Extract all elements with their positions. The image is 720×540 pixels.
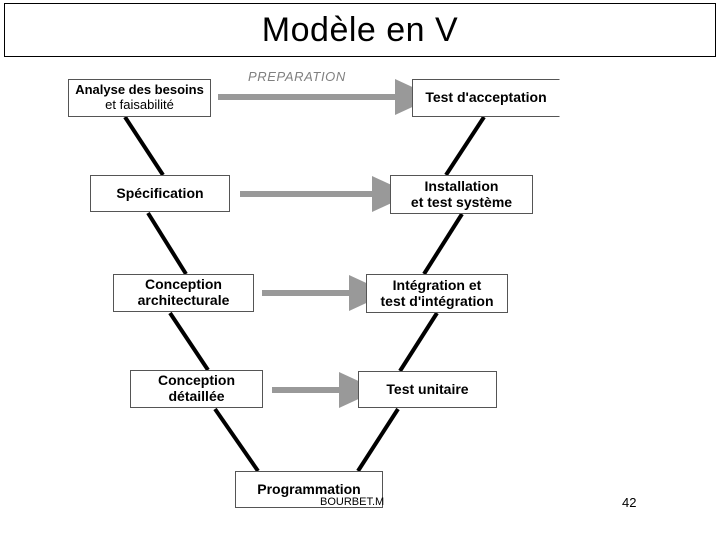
footer-page-number: 42 (622, 495, 637, 510)
node-label-line1: Installation (424, 177, 499, 194)
left-branch-connectors (123, 115, 260, 473)
right-branch-connectors (356, 115, 486, 473)
node-label-line1: Test d'acceptation (425, 89, 547, 106)
node-analyse-des-besoins[interactable]: Analyse des besoins et faisabilité (68, 79, 211, 117)
connector-unitaire-to-integration (398, 311, 439, 373)
node-label-line1: Programmation (257, 480, 361, 497)
connector-conception-det-to-programmation (213, 407, 260, 473)
preparation-label: PREPARATION (248, 69, 346, 84)
connector-installation-to-acceptation (444, 115, 486, 177)
node-conception-detaillee[interactable]: Conception détaillée (130, 370, 263, 408)
node-label-line2: et test système (410, 193, 513, 210)
diagram-connectors-layer (123, 79, 486, 473)
node-label-line1: Conception (144, 276, 222, 293)
connector-conception-arch-to-conception-det (168, 311, 210, 372)
connector-integration-to-installation (422, 212, 464, 276)
node-label-line1: Spécification (116, 184, 204, 201)
page-title: Modèle en V (261, 11, 459, 49)
slide-title-bar: Modèle en V (4, 3, 716, 57)
node-installation-et-test-systeme[interactable]: Installation et test système (390, 175, 533, 214)
horizontal-validation-arrows (218, 79, 434, 408)
node-test-unitaire[interactable]: Test unitaire (358, 371, 497, 408)
connector-specification-to-conception-arch (146, 211, 188, 276)
node-conception-architecturale[interactable]: Conception architecturale (113, 274, 254, 312)
node-test-d-acceptation[interactable]: Test d'acceptation (412, 79, 560, 117)
node-label-line1: Intégration et (392, 276, 482, 293)
node-integration-et-test-d-integration[interactable]: Intégration et test d'intégration (366, 274, 508, 313)
footer-author: BOURBET.M (320, 496, 385, 508)
node-specification[interactable]: Spécification (90, 175, 230, 212)
node-label-line2: et faisabilité (105, 97, 174, 112)
v-model-diagram: PREPARATION Analyse des besoins et faisa… (0, 58, 720, 540)
node-label-line2: architecturale (137, 292, 230, 308)
node-label-line1: Analyse des besoins (75, 82, 204, 98)
node-programmation[interactable]: Programmation (235, 471, 383, 508)
node-label-line1: Conception (158, 372, 235, 389)
node-label-line1: Test unitaire (386, 380, 469, 397)
connector-analyse-to-specification (123, 115, 165, 177)
connector-programmation-to-unitaire (356, 407, 400, 473)
node-label-line2: test d'intégration (380, 292, 494, 309)
node-label-line2: détaillée (168, 388, 225, 404)
